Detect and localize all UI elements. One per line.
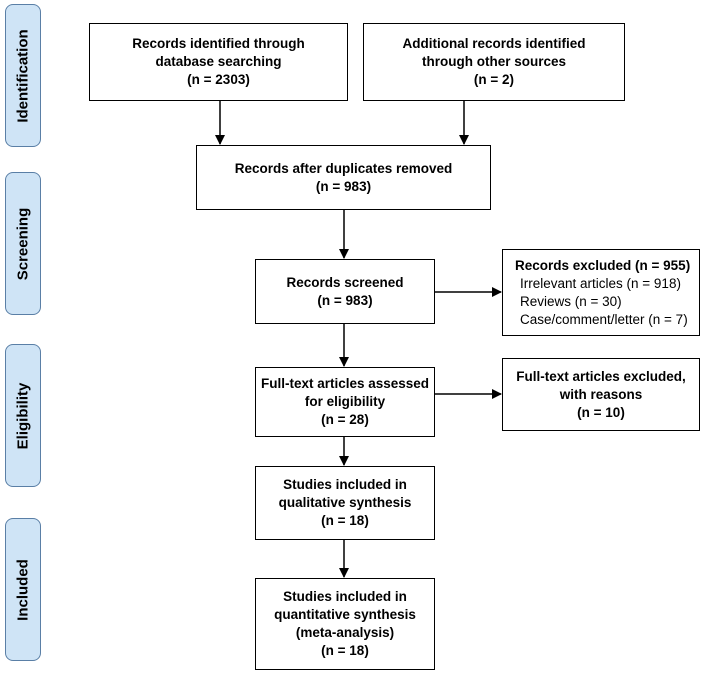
qualitative-count: (n = 18) bbox=[321, 513, 369, 528]
other-sources-line-1: Additional records identified bbox=[402, 36, 586, 51]
other-sources-line-2: through other sources bbox=[421, 54, 566, 69]
fulltext-excluded-line-2: with reasons bbox=[559, 386, 643, 402]
records-screened-box: Records screened (n = 983) bbox=[255, 259, 435, 324]
phase-included-label: Included bbox=[14, 558, 32, 621]
phase-eligibility: Eligibility bbox=[5, 344, 41, 487]
fulltext-excluded-box: Full-text articles excluded, with reason… bbox=[502, 358, 700, 431]
fulltext-assessed-line-1: Full-text articles assessed bbox=[260, 376, 430, 391]
records-excluded-heading: Records excluded (n = 955) bbox=[515, 257, 691, 273]
fulltext-assessed-box: Full-text articles assessed for eligibil… bbox=[255, 367, 435, 437]
quantitative-line-3: (meta-analysis) bbox=[295, 625, 395, 640]
phase-identification: Identification bbox=[5, 4, 41, 147]
database-records-line-1: Records identified through bbox=[132, 36, 305, 51]
records-screened-count: (n = 983) bbox=[317, 292, 373, 308]
phase-screening-label: Screening bbox=[14, 207, 32, 280]
quantitative-count: (n = 18) bbox=[321, 643, 369, 658]
other-sources-count: (n = 2) bbox=[473, 72, 515, 87]
database-records-count: (n = 2303) bbox=[187, 72, 250, 87]
fulltext-assessed-line-2: for eligibility bbox=[304, 394, 386, 409]
quantitative-synthesis-box: Studies included in quantitative synthes… bbox=[255, 578, 435, 670]
quantitative-line-1: Studies included in bbox=[283, 589, 407, 604]
qualitative-line-2: qualitative synthesis bbox=[278, 495, 412, 510]
after-duplicates-box: Records after duplicates removed (n = 98… bbox=[196, 145, 491, 210]
phase-identification-label: Identification bbox=[14, 28, 32, 123]
phase-screening: Screening bbox=[5, 172, 41, 315]
records-excluded-irrelevant: Irrelevant articles (n = 918) bbox=[520, 275, 681, 291]
other-sources-box: Additional records identified through ot… bbox=[363, 23, 625, 101]
after-duplicates-count: (n = 983) bbox=[315, 178, 372, 194]
qualitative-line-1: Studies included in bbox=[283, 477, 407, 492]
records-excluded-box: Records excluded (n = 955) Irrelevant ar… bbox=[502, 249, 700, 336]
qualitative-synthesis-box: Studies included in qualitative synthesi… bbox=[255, 466, 435, 540]
records-excluded-reviews: Reviews (n = 30) bbox=[520, 293, 622, 309]
records-screened-line-1: Records screened bbox=[286, 274, 404, 290]
phase-included: Included bbox=[5, 518, 41, 661]
fulltext-assessed-count: (n = 28) bbox=[321, 412, 369, 427]
fulltext-excluded-line-1: Full-text articles excluded, bbox=[516, 368, 686, 384]
records-excluded-case-comment: Case/comment/letter (n = 7) bbox=[520, 311, 688, 327]
phase-eligibility-label: Eligibility bbox=[14, 382, 32, 449]
after-duplicates-line-1: Records after duplicates removed bbox=[234, 160, 453, 176]
database-records-line-2: database searching bbox=[155, 54, 282, 69]
quantitative-line-2: quantitative synthesis bbox=[274, 607, 416, 622]
fulltext-excluded-count: (n = 10) bbox=[577, 404, 625, 420]
database-records-box: Records identified through database sear… bbox=[89, 23, 348, 101]
